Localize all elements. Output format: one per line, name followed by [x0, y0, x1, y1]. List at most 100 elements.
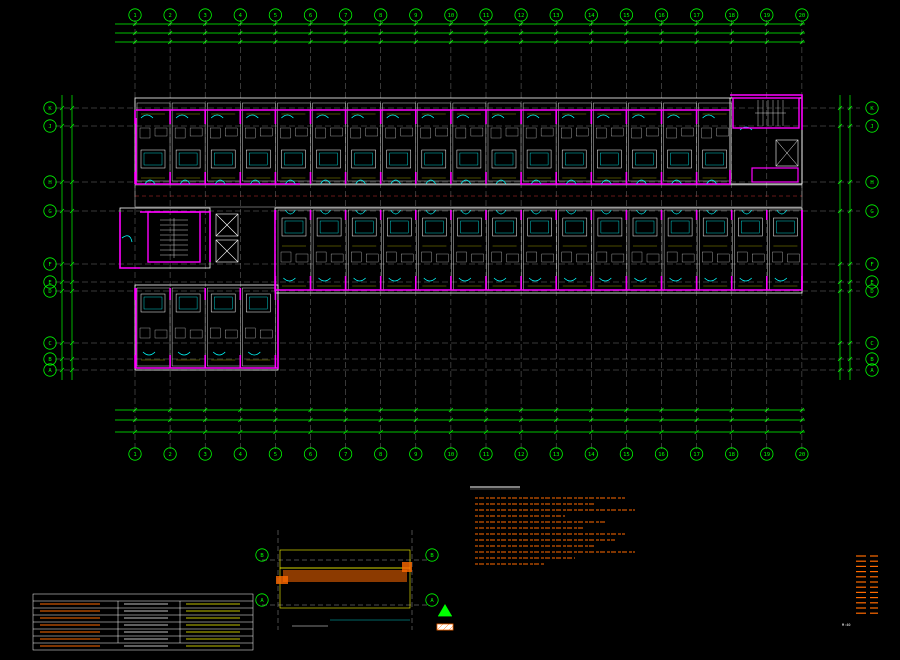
plan-title [470, 486, 520, 490]
room-unit [663, 209, 698, 291]
room-unit [663, 102, 697, 182]
axis-bubble-top: 1 [128, 8, 142, 22]
axis-bubble-bottom: 7 [338, 447, 353, 461]
svg-text:19: 19 [763, 13, 770, 19]
room-unit [136, 102, 171, 182]
room-unit [136, 287, 171, 367]
corridor [134, 184, 803, 208]
room-unit [171, 102, 206, 182]
room-unit [277, 102, 311, 182]
svg-text:H: H [870, 180, 873, 186]
svg-text:17: 17 [693, 452, 700, 458]
svg-text:9: 9 [414, 452, 417, 458]
svg-text:9: 9 [414, 13, 417, 19]
axis-bubble-right: K [865, 101, 879, 115]
axis-bubble-top: 12 [514, 8, 528, 22]
elevator-shafts [215, 213, 239, 263]
axis-bubble-bottom: 4 [233, 447, 247, 461]
axis-bubble-left: J [43, 119, 57, 133]
svg-text:J: J [48, 124, 51, 130]
symbol-legend: M:40 [842, 555, 878, 627]
axis-bubble-right: A [865, 363, 879, 377]
axis-bubble-bottom: 17 [689, 447, 704, 461]
axis-bubble-left: B [43, 352, 57, 366]
axis-bubble-right: H [865, 175, 879, 189]
axis-bubble-top: 14 [584, 8, 598, 22]
svg-text:15: 15 [623, 13, 630, 19]
room-unit [487, 102, 522, 182]
svg-text:15: 15 [623, 452, 630, 458]
room-unit [453, 209, 487, 291]
room-unit [382, 102, 416, 182]
svg-text:J: J [870, 124, 873, 130]
svg-text:13: 13 [553, 452, 560, 458]
svg-text:19: 19 [763, 452, 770, 458]
axis-bubble-bottom: 18 [725, 447, 739, 461]
axis-bubble-top: 17 [689, 8, 704, 22]
title-block [32, 593, 254, 651]
title-block-entries [40, 603, 240, 647]
room-unit [277, 209, 312, 291]
svg-text:8: 8 [379, 452, 382, 458]
axis-bubble-left: K [43, 101, 57, 115]
svg-text:G: G [870, 209, 873, 215]
axis-bubble-bottom: 9 [409, 447, 423, 461]
axis-bubble-bottom: 12 [514, 447, 528, 461]
room-unit [593, 209, 628, 291]
axis-bubble-bottom: 14 [584, 447, 598, 461]
axis-bubble-bottom: 13 [549, 447, 563, 461]
svg-text:B: B [260, 553, 264, 559]
svg-text:16: 16 [658, 452, 665, 458]
svg-text:13: 13 [553, 13, 560, 19]
svg-text:11: 11 [483, 13, 490, 19]
axis-bubble-bottom: 5 [268, 447, 282, 461]
room-unit [523, 209, 557, 291]
room-unit [593, 102, 627, 182]
stair-core-west [147, 211, 201, 263]
axis-bubble-top: 3 [198, 8, 212, 22]
room-unit [698, 102, 732, 182]
svg-text:12: 12 [518, 452, 525, 458]
svg-text:F: F [870, 262, 873, 268]
room-unit [312, 102, 346, 182]
general-notes [475, 497, 635, 565]
axis-bubble-top: 4 [233, 8, 247, 22]
axis-bubble-top: 2 [163, 8, 177, 22]
symbol-legend-label: M:40 [842, 623, 850, 627]
svg-text:F: F [48, 262, 51, 268]
svg-text:2: 2 [168, 13, 171, 19]
svg-text:20: 20 [799, 452, 806, 458]
svg-text:12: 12 [518, 13, 525, 19]
axis-bubble-left: F [43, 257, 57, 271]
svg-text:5: 5 [274, 452, 277, 458]
axis-bubble-top: 5 [268, 8, 282, 22]
svg-text:B: B [870, 357, 874, 363]
svg-text:10: 10 [448, 452, 455, 458]
guest-rooms-wing [136, 287, 276, 367]
svg-text:B: B [48, 357, 52, 363]
svg-text:4: 4 [239, 13, 243, 19]
axis-bubble-top: 8 [374, 8, 388, 22]
door-swings [121, 114, 788, 356]
wall-detail-drawing [262, 530, 430, 630]
axis-bubble-left: H [43, 175, 57, 189]
svg-text:5: 5 [274, 13, 277, 19]
svg-text:2: 2 [168, 452, 171, 458]
exterior-walls [119, 94, 803, 369]
axis-bubble-left: G [43, 204, 57, 218]
axis-bubble-bottom: 11 [479, 447, 493, 461]
svg-text:E: E [48, 280, 51, 286]
axis-bubble-top: 15 [619, 8, 634, 22]
svg-text:14: 14 [588, 13, 595, 19]
svg-text:H: H [48, 180, 51, 186]
axis-bubble-bottom: 8 [374, 447, 388, 461]
room-unit [522, 102, 557, 182]
room-unit [348, 209, 382, 291]
svg-text:K: K [870, 106, 874, 112]
axis-bubble-left: E [43, 275, 57, 289]
